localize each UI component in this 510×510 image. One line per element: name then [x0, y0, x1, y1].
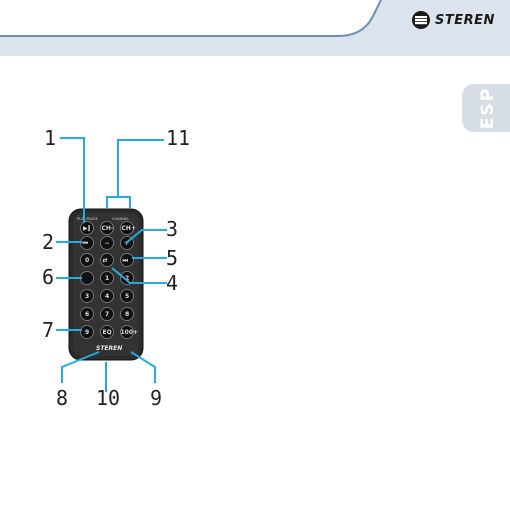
language-tab[interactable] [462, 84, 510, 132]
callout-number: 1 [44, 126, 56, 150]
remote-key-label: 4 [105, 293, 109, 300]
remote-key-label: 100+ [121, 329, 139, 336]
callout-number: 7 [42, 318, 54, 342]
remote-key-2 [120, 271, 134, 285]
remote-key-label: 3 [85, 293, 89, 300]
remote-key-label: 6 [85, 311, 89, 318]
steren-logo-icon [412, 11, 430, 29]
remote-key-vol-minus [100, 236, 114, 250]
remote-top-label: PLAY/PAUSE [77, 217, 98, 221]
remote-key-0 [80, 253, 94, 267]
remote-key-label: EQ [103, 329, 112, 336]
callout-number: 9 [150, 386, 162, 410]
remote-brand-name: STEREN [96, 345, 122, 352]
callout-number: 11 [166, 126, 190, 150]
remote-key-1 [100, 271, 114, 285]
remote-key-label: 7 [105, 311, 109, 318]
remote-key-4 [100, 289, 114, 303]
remote-key-ch-minus [100, 221, 114, 235]
remote-key-label: 9 [85, 329, 89, 336]
brand-name: STEREN [435, 12, 495, 28]
remote-key-label: CH- [102, 225, 114, 232]
remote-key-label: − [105, 240, 110, 247]
header-wave [0, 0, 510, 56]
remote-key-label: 5 [125, 293, 129, 300]
mode-icon: ⇄ [103, 257, 108, 264]
remote-key-mode [100, 253, 114, 267]
remote-key-9 [80, 325, 94, 339]
remote-key-ch-plus [120, 221, 134, 235]
remote-key-next [120, 253, 134, 267]
callout-number: 2 [42, 230, 54, 254]
play-pause-icon: ▶‖ [83, 225, 91, 232]
remote-key-skip-back [80, 271, 94, 285]
callout-number: 4 [166, 271, 178, 295]
remote-key-label: CH+ [122, 225, 136, 232]
callout-number: 10 [96, 386, 120, 410]
remote-key-100-plus [120, 325, 134, 339]
callout-number: 3 [166, 217, 178, 241]
remote-key-play-pause [80, 221, 94, 235]
remote-key-6 [80, 307, 94, 321]
remote-key-eq [100, 325, 114, 339]
brand-logo: STEREN [411, 8, 501, 32]
remote-key-5 [120, 289, 134, 303]
leader-lines [56, 137, 167, 392]
callout-number: 8 [56, 386, 68, 410]
header-band [0, 0, 510, 56]
remote-key-label: 1 [105, 275, 109, 282]
remote-key-label: 2 [125, 275, 129, 282]
next-track-icon: ⏭ [123, 257, 129, 264]
remote-key-7 [100, 307, 114, 321]
callout-number: 6 [42, 265, 54, 289]
remote-key-3 [80, 289, 94, 303]
callout-number: 5 [166, 246, 178, 270]
remote-key-label: 0 [85, 257, 89, 264]
previous-track-icon: ⏮ [83, 240, 89, 247]
remote-key-8 [120, 307, 134, 321]
remote-key-label: 8 [125, 311, 129, 318]
remote-top-label: CHANNEL [112, 217, 129, 221]
